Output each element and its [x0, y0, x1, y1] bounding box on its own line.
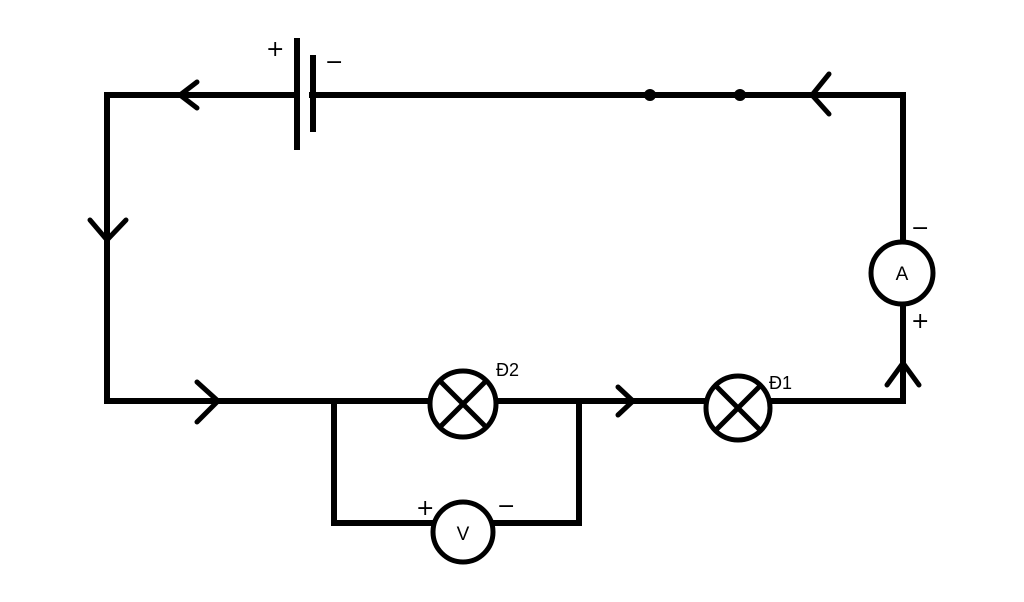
battery: + −: [266, 37, 343, 150]
lamp-1-cross: [714, 384, 762, 432]
arrow-down-icon: [87, 217, 129, 244]
ammeter-positive-sign: +: [911, 309, 929, 334]
ammeter: A − +: [868, 216, 936, 334]
ammeter-circle: [868, 239, 936, 307]
wires: [104, 92, 906, 526]
ammeter-negative-sign: −: [911, 216, 929, 241]
arrow-right-icon: [194, 379, 222, 425]
junction-dot: [644, 89, 656, 101]
lamp-2-cross: [438, 379, 488, 429]
junction-dot: [734, 89, 746, 101]
lamp-2: Đ2: [427, 360, 519, 440]
voltmeter-negative-sign: −: [497, 494, 515, 519]
lamp-1-label: Đ1: [769, 373, 792, 393]
battery-positive-sign: +: [266, 37, 284, 62]
lamp-2-label: Đ2: [496, 360, 519, 380]
lamp-1: Đ1: [703, 373, 792, 443]
ammeter-letter: A: [896, 264, 909, 285]
arrow-left-icon: [808, 71, 832, 117]
voltmeter-positive-sign: +: [416, 496, 434, 521]
voltmeter-circle: [430, 499, 496, 565]
current-arrows: [87, 71, 922, 425]
voltmeter: V + −: [416, 494, 515, 565]
arrow-left-icon: [175, 79, 200, 111]
arrow-up-icon: [884, 358, 922, 388]
arrow-right-icon: [615, 384, 637, 418]
voltmeter-letter: V: [457, 524, 470, 545]
battery-negative-sign: −: [325, 50, 343, 75]
